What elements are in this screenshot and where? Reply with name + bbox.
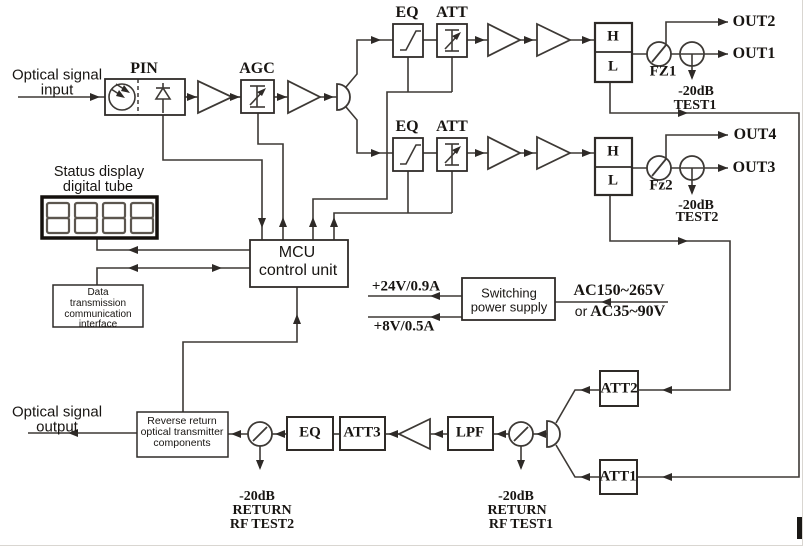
l-label-branch1: L xyxy=(607,58,619,75)
h-label-branch1: H xyxy=(607,28,619,45)
eq-return-label: EQ xyxy=(299,424,321,441)
test2-name-label: TEST2 xyxy=(675,210,719,225)
psu-ac-range1-label: AC150~265V xyxy=(573,282,665,299)
out3-test-tap-icon xyxy=(679,155,705,193)
rf-test1-db-label: -20dB xyxy=(498,489,534,504)
test1-db-label: -20dB xyxy=(678,84,714,99)
data-if-label-line3: communication xyxy=(64,309,132,320)
out1-test-tap-icon xyxy=(679,41,705,78)
att1-box xyxy=(599,459,638,495)
optical-input-label-line1: Optical signal xyxy=(11,66,103,84)
att-icon-branch1 xyxy=(444,29,461,52)
eq-box-return xyxy=(286,416,334,451)
data-interface-box xyxy=(52,284,144,328)
psu-label-line2: power supply xyxy=(470,299,548,315)
reverse-tx-label-line3: components xyxy=(153,436,211,449)
att-box-branch1 xyxy=(436,23,468,58)
agc-box xyxy=(240,79,275,114)
fz2-label: Fz2 xyxy=(649,177,673,194)
arrowheads xyxy=(68,18,728,481)
data-if-label-line1: Data xyxy=(87,287,109,298)
optical-output-label-line2: output xyxy=(36,418,78,436)
fz1-label: FZ1 xyxy=(649,63,677,80)
power-supply-box xyxy=(461,277,556,321)
test1-name-label: TEST1 xyxy=(673,98,717,113)
eq-icon-branch1 xyxy=(400,30,421,51)
eq-icon-branch2 xyxy=(400,144,421,165)
att-label-branch2: ATT xyxy=(436,118,468,135)
data-if-label-line4: interface xyxy=(78,319,118,330)
psu-8v-label: +8V/0.5A xyxy=(373,318,435,335)
status-display-box xyxy=(40,195,159,240)
data-if-label-line2: transmission xyxy=(69,298,127,309)
combiner-icon xyxy=(546,420,561,448)
att2-label: ATT2 xyxy=(600,380,638,397)
out2-label: OUT2 xyxy=(732,13,776,30)
agc-label: AGC xyxy=(239,60,275,77)
pin-receiver-box xyxy=(104,78,186,116)
l-label-branch2: L xyxy=(607,172,619,189)
fz2-coupler-icon xyxy=(646,134,728,181)
psu-label-line1: Switching xyxy=(481,285,537,301)
pin-photodiode-icon xyxy=(108,83,172,113)
fz1-coupler-icon xyxy=(646,21,728,67)
agc-attenuator-icon xyxy=(249,85,266,108)
eq-label-branch2: EQ xyxy=(395,118,419,135)
psu-24v-label: +24V/0.9A xyxy=(371,278,441,295)
att1-label: ATT1 xyxy=(599,468,637,485)
psu-ac-range2-value: AC35~90V xyxy=(590,303,666,320)
pin-label: PIN xyxy=(130,60,158,77)
att-box-branch2 xyxy=(436,137,468,172)
status-display-label-line2: digital tube xyxy=(62,178,134,195)
amplifier-icons xyxy=(197,22,573,451)
h-label-branch2: H xyxy=(607,143,619,160)
optical-input-label-line2: input xyxy=(40,81,74,99)
eq-label-branch1: EQ xyxy=(395,4,419,21)
reverse-tx-label-line1: Reverse return xyxy=(147,414,217,427)
mcu-label-line1: MCU xyxy=(278,244,316,261)
rf-test2-db-label: -20dB xyxy=(239,489,275,504)
rf-test2-name-label: RF TEST2 xyxy=(229,517,295,532)
splitter-icon xyxy=(336,83,351,111)
att2-box xyxy=(599,370,639,407)
att-label-branch1: ATT xyxy=(436,4,468,21)
att3-box xyxy=(339,416,386,451)
reverse-tx-label-line2: optical transmitter xyxy=(140,425,224,438)
scan-artifact xyxy=(797,517,802,539)
att-icon-branch2 xyxy=(444,143,461,166)
out1-label: OUT1 xyxy=(732,45,776,62)
reverse-transmitter-box xyxy=(136,411,229,458)
rf-test1-return-label: RETURN xyxy=(487,503,547,518)
rf-test2-return-label: RETURN xyxy=(232,503,292,518)
out3-label: OUT3 xyxy=(732,159,776,176)
psu-ac-or-text: or xyxy=(574,303,588,319)
test2-db-label: -20dB xyxy=(678,198,714,213)
att3-label: ATT3 xyxy=(343,424,381,441)
rf-test1-name-label: RF TEST1 xyxy=(488,517,554,532)
seven-segment-digits xyxy=(45,201,155,235)
out4-label: OUT4 xyxy=(733,126,777,143)
lpf-box xyxy=(447,416,494,451)
eq-box-branch2 xyxy=(392,137,424,172)
eq-box-branch1 xyxy=(392,23,424,58)
lpf-label: LPF xyxy=(455,424,485,441)
mcu-box xyxy=(249,239,349,288)
optical-output-label-line1: Optical signal xyxy=(11,403,103,421)
mcu-label-line2: control unit xyxy=(258,262,338,279)
status-display-label-line1: Status display xyxy=(53,163,145,180)
